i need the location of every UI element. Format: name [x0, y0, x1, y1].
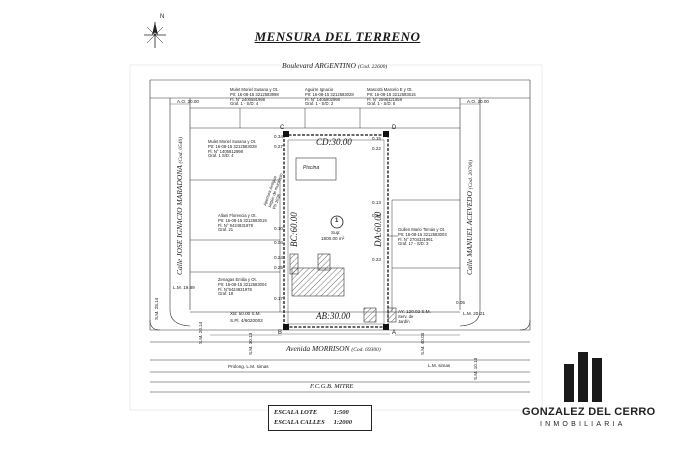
compass-label: N: [160, 14, 165, 20]
dim-sm-2: S.M. 20.14: [198, 321, 203, 344]
street-west-code: (Cod. 0540): [178, 136, 184, 164]
street-west: Calle JOSE IGNACIO MARADONA (Cod. 0540): [175, 137, 184, 275]
scale-box: ESCALA LOTE 1:500 ESCALA CALLES 1:2000: [268, 405, 372, 431]
street-north-code: (Cod. 22600): [357, 64, 388, 70]
street-east-name: Calle MANUEL ACEVEDO: [465, 191, 474, 275]
street-south-name: Avenida MORRISON: [286, 344, 350, 353]
dim-sm-3: S.M. 30.13: [248, 332, 253, 355]
serv-label: Serv. de Jardín: [398, 314, 414, 324]
dim-cd: CD:30.00: [316, 137, 352, 147]
val-025: 0.25: [274, 265, 283, 270]
brand-sub: INMOBILIARIA: [540, 421, 626, 428]
lot-area-label: Sup:: [331, 230, 341, 235]
dim-ay: AY: 120.02 S.M.: [398, 309, 431, 314]
neighbor-west-3: Zenagas Emilia y Ot. PII: 16-08-15 32125…: [218, 277, 267, 297]
dim-lm-right: L.M. 20.21: [463, 311, 485, 316]
scale-lote-row: ESCALA LOTE 1:500: [274, 408, 366, 418]
dim-bc: BC:60.00: [289, 212, 299, 247]
corner-b: B: [278, 330, 283, 336]
corner-a: A: [392, 330, 397, 336]
val-004: 0.04: [274, 240, 283, 245]
dim-prolong: Prolong. L.M. simas: [228, 364, 269, 369]
street-east: Calle MANUEL ACEVEDO (Cod. 20700): [465, 160, 474, 275]
compass-icon: [144, 22, 166, 48]
val-022: 0.22: [372, 146, 381, 151]
neighbor-east-1: Gullen Mario Tomás y Ot. PII: 16-08-15 3…: [398, 227, 447, 247]
street-north-name: Boulevard ARGENTINO: [282, 61, 356, 70]
neighbor-west-2: Allani Florencia y Ot. PII: 16-08-15 321…: [218, 213, 267, 233]
neighbor-north-1: Mulet Moriel Susana y Ot. PII: 16-08-15 …: [230, 87, 279, 107]
piscina-label: Piscina: [303, 165, 320, 171]
street-south: Avenida MORRISON (Cod. 69300): [286, 344, 381, 353]
dim-sm-4: S.M. 40.03: [420, 332, 425, 355]
val-010: 0.10: [274, 226, 283, 231]
val-015: 0.15: [372, 136, 381, 141]
val-024: 0.24: [274, 255, 283, 260]
scale-calles-label: ESCALA CALLES: [274, 419, 325, 426]
val-013: 0.13: [372, 200, 381, 205]
val-005: 0.05: [456, 300, 465, 305]
neighbor-north-3: Mascotti Marcelo E y Ot. PII: 16-08-15 3…: [367, 87, 416, 107]
dim-xpl: S.Pl. 4/6020003: [230, 318, 263, 323]
val-017: 0.17: [274, 296, 283, 301]
scale-calles-row: ESCALA CALLES 1:2000: [274, 418, 366, 428]
val-034: 0.34: [274, 134, 283, 139]
val-027: 0.27: [274, 144, 283, 149]
neighbor-west-1: Mulet Moriel Susana y Ot. PII: 16-08-15 …: [208, 139, 257, 159]
lot-area-value: 1800.00 m²: [321, 236, 345, 241]
scale-lote-value: 1:500: [333, 409, 349, 416]
val-014: 0.14: [372, 213, 381, 218]
dim-ao-right: A.O. 20.00: [467, 99, 489, 104]
brand-name: GONZALEZ DEL CERRO: [522, 406, 656, 418]
neighbor-north-2: Aguirre Ignacio PII: 16-08-15 3212583028…: [305, 87, 354, 107]
street-south-code: (Cod. 69300): [351, 347, 381, 353]
scale-lote-label: ESCALA LOTE: [274, 409, 318, 416]
dim-lm-bottom: L.M. simas: [428, 363, 451, 368]
dim-sm-5: S.M. 10.13: [473, 357, 478, 380]
dim-xb: XB: 50.00 S.M.: [230, 311, 261, 316]
corner-c: C: [280, 125, 285, 131]
brand-logo-icon: [564, 352, 602, 402]
street-west-name: Calle JOSE IGNACIO MARADONA: [175, 165, 184, 275]
lot-number: 1: [335, 218, 339, 224]
dim-lm-left: L.M. 19.89: [173, 285, 195, 290]
corner-d: D: [392, 125, 397, 131]
val-023: 0.23: [372, 257, 381, 262]
railway-label: F.C.G.B. MITRE: [310, 383, 354, 390]
dim-ab: AB:30.00: [316, 311, 351, 321]
scale-calles-value: 1:2000: [333, 419, 353, 426]
street-east-code: (Cod. 20700): [468, 159, 474, 190]
dim-ao-left: A.O. 20.00: [177, 99, 199, 104]
page-title: MENSURA DEL TERRENO: [254, 29, 421, 44]
street-north: Boulevard ARGENTINO (Cod. 22600): [282, 61, 387, 70]
dim-sm-1: S.M. 28.14: [154, 297, 159, 320]
